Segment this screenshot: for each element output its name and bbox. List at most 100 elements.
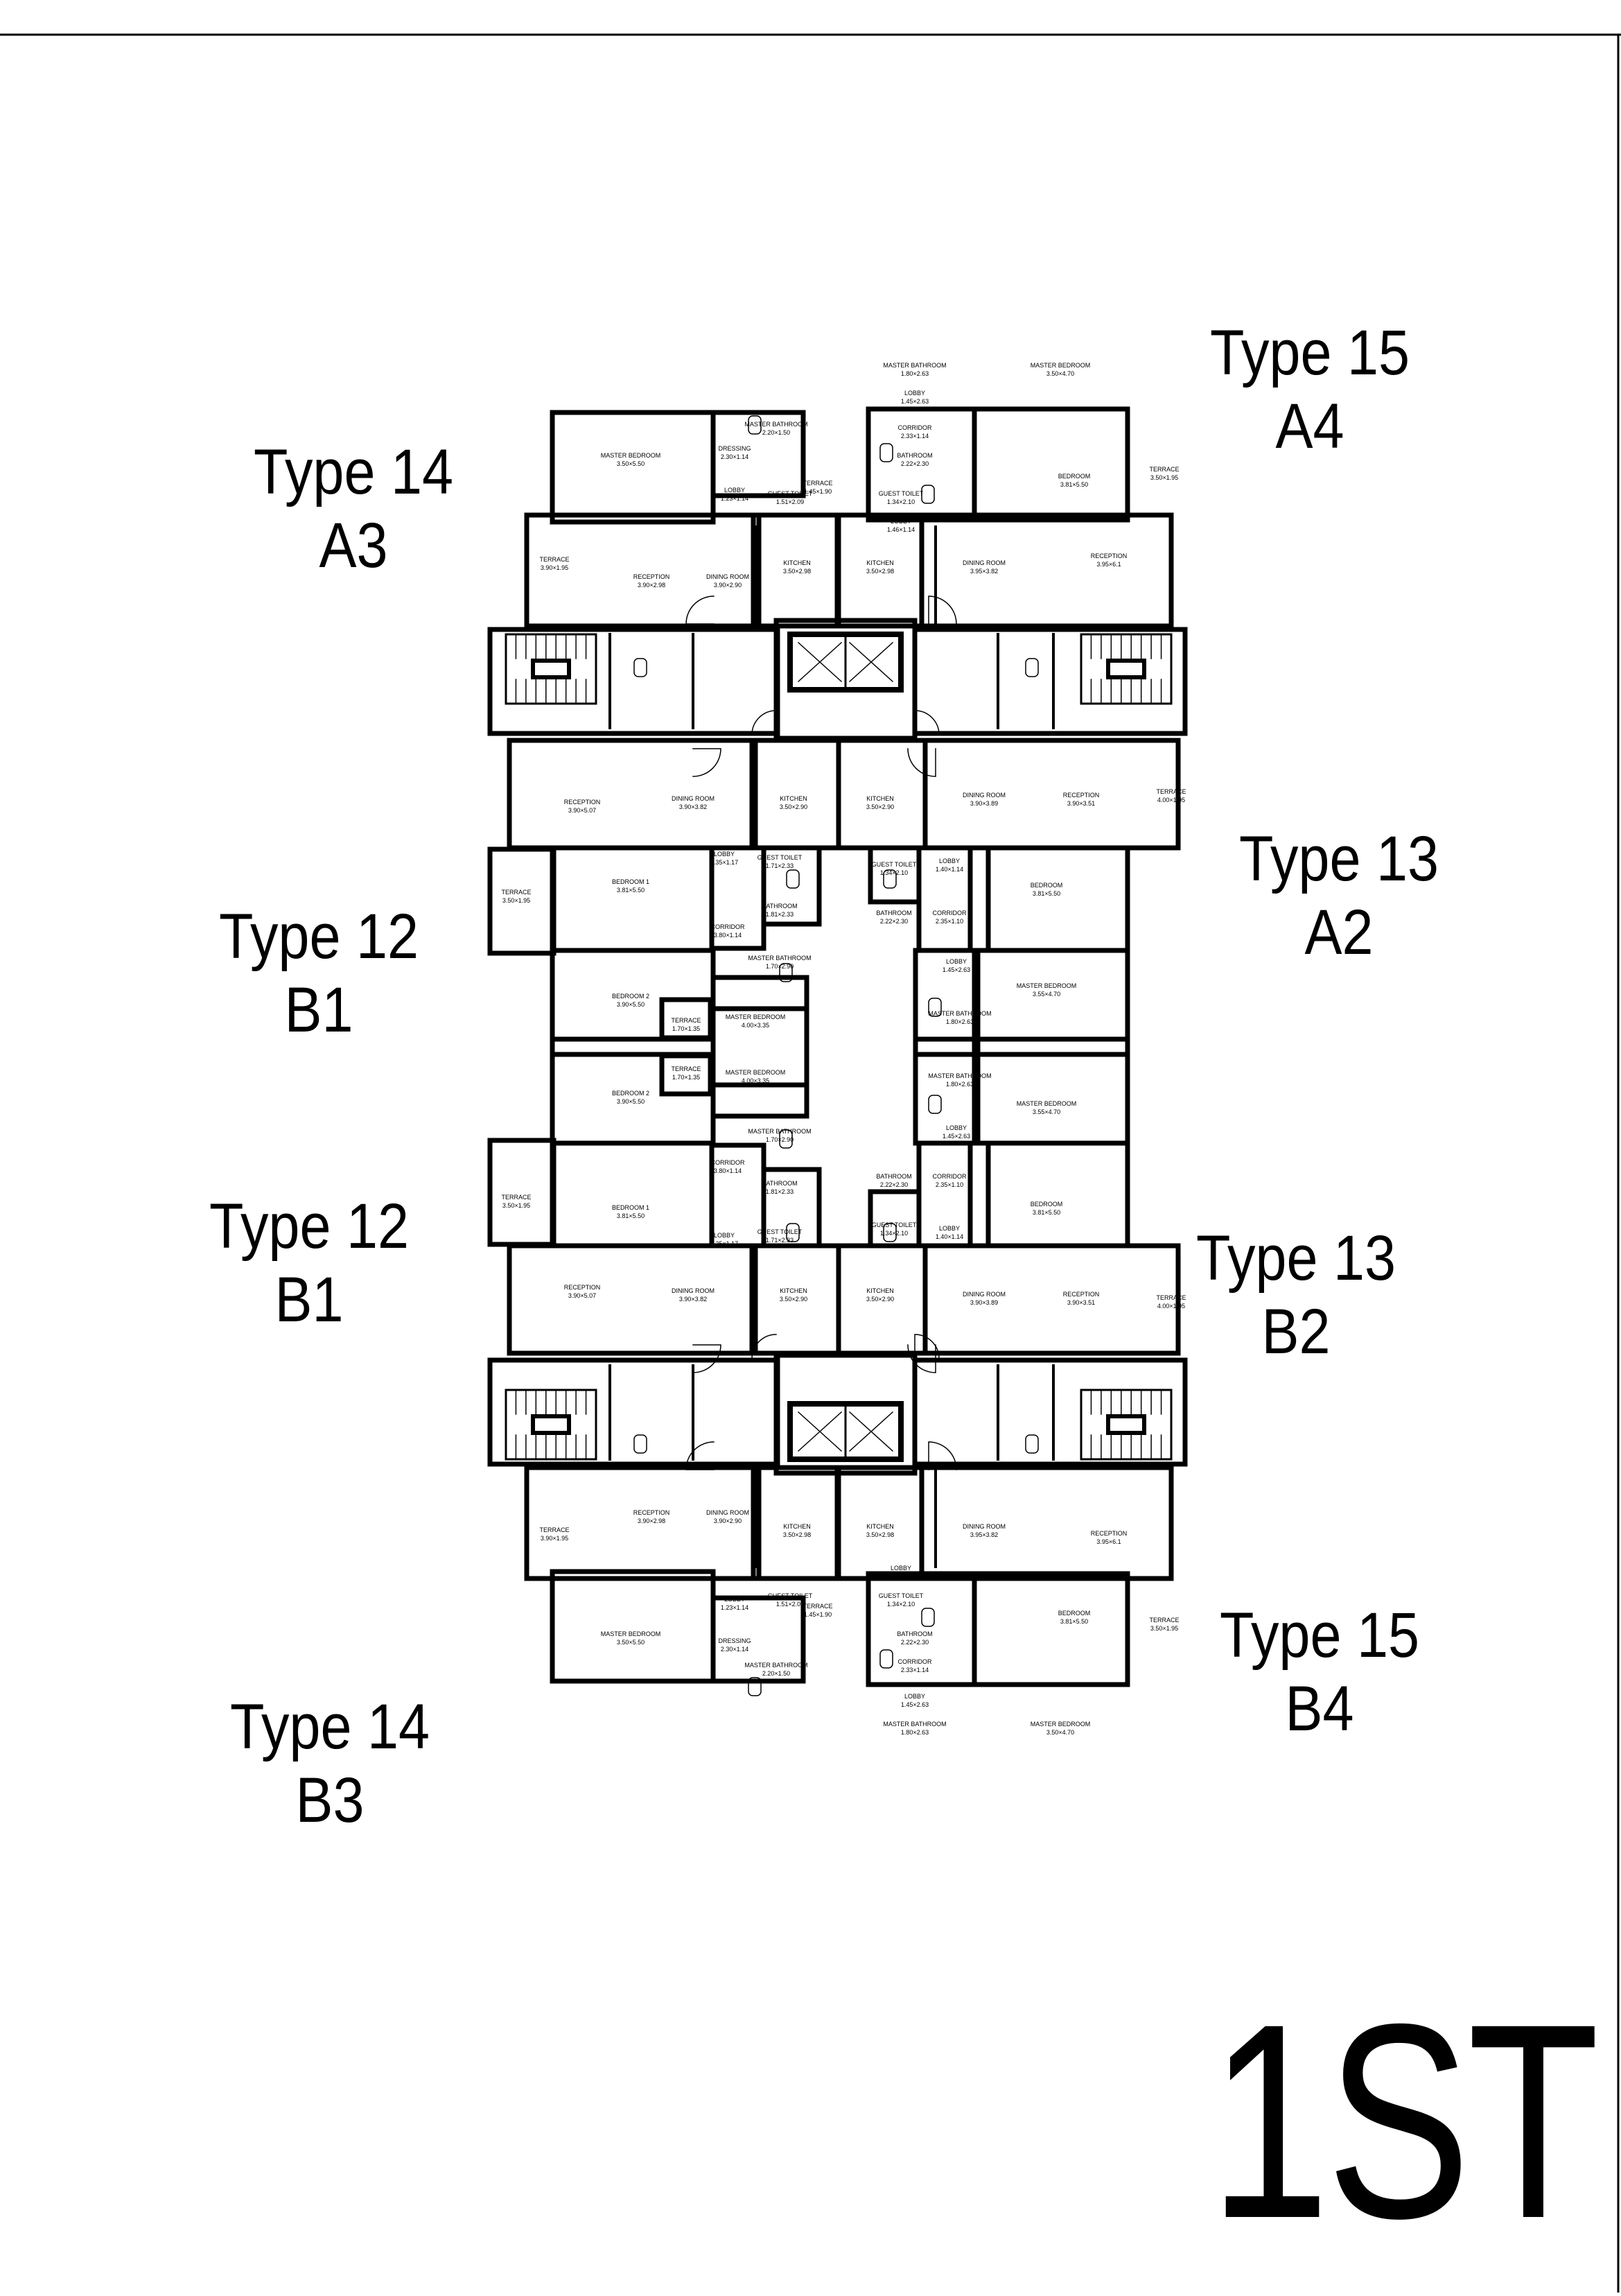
room-name-label: MASTER BEDROOM <box>1031 362 1091 369</box>
room-name-label: GUEST TOILET <box>879 1592 924 1599</box>
room-name-label: MASTER BEDROOM <box>601 452 661 459</box>
unit-code: A4 <box>1275 391 1344 462</box>
unit-code: B1 <box>274 1264 344 1335</box>
room-name-label: BEDROOM <box>1031 882 1063 889</box>
room-name-label: TERRACE <box>1156 1294 1186 1301</box>
room-size-label: 1.70×2.90 <box>766 963 794 970</box>
room-size-label: 3.90×3.51 <box>1067 1299 1095 1306</box>
room-name-label: KITCHEN <box>866 795 894 802</box>
unit-label-type13-a2: Type 13 A2 <box>1235 822 1442 969</box>
room-name-label: BATHROOM <box>876 1173 911 1180</box>
room-size-label: 1.45×2.63 <box>901 1701 929 1708</box>
unit-type: Type 15 <box>1209 318 1410 388</box>
wall-outline <box>972 406 1130 523</box>
wall-outline <box>487 627 780 736</box>
room-name-label: MASTER BEDROOM <box>726 1069 786 1076</box>
room-name-label: MASTER BATHROOM <box>744 1662 807 1669</box>
room-size-label: 3.90×3.82 <box>679 803 707 810</box>
unit-type: Type 15 <box>1219 1600 1420 1671</box>
wc-fixture <box>921 485 935 504</box>
room-name-label: MASTER BEDROOM <box>1017 982 1077 989</box>
wc-fixture <box>921 1608 935 1627</box>
room-size-label: 3.90×2.98 <box>638 1517 665 1524</box>
room-size-label: 1.70×1.35 <box>672 1074 700 1081</box>
unit-type: Type 14 <box>229 1691 430 1762</box>
room-name-label: BEDROOM 2 <box>612 993 649 1000</box>
room-size-label: 3.50×2.98 <box>866 568 894 575</box>
wall-outline <box>868 1189 922 1249</box>
room-name-label: DRESSING <box>718 445 751 452</box>
room-size-label: 1.51×2.09 <box>776 1601 804 1608</box>
wall-outline <box>550 845 715 953</box>
room-name-label: BATHROOM <box>897 1630 932 1637</box>
room-size-label: 1.40×1.14 <box>936 866 963 873</box>
room-name-label: LOBBY <box>891 518 911 525</box>
room-size-label: 1.71×2.33 <box>766 862 794 869</box>
room-name-label: KITCHEN <box>866 1523 894 1530</box>
wall-outline <box>507 1243 758 1356</box>
room-name-label: RECEPTION <box>564 799 601 806</box>
door-swing <box>928 595 957 625</box>
room-name-label: KITCHEN <box>783 1523 811 1530</box>
room-size-label: 3.95×6.1 <box>1096 561 1121 568</box>
room-size-label: 3.50×2.90 <box>866 1296 894 1303</box>
wall-outline <box>972 1571 1130 1687</box>
room-name-label: BATHROOM <box>762 903 797 910</box>
room-size-label: 3.81×5.50 <box>1060 1618 1088 1625</box>
room-size-label: 1.45×1.90 <box>804 488 832 495</box>
wall-outline <box>550 410 716 525</box>
unit-code: A2 <box>1304 897 1374 968</box>
wc-fixture <box>779 963 793 982</box>
room-name-label: BEDROOM 1 <box>612 878 649 885</box>
room-name-label: DINING ROOM <box>963 792 1006 799</box>
room-size-label: 1.35×1.17 <box>710 859 738 866</box>
room-name-label: TERRACE <box>803 480 832 487</box>
room-size-label: 3.81×5.50 <box>1060 481 1088 488</box>
room-size-label: 1.46×1.14 <box>887 1573 915 1580</box>
room-size-label: 4.00×1.95 <box>1157 1303 1185 1310</box>
room-size-label: 3.50×4.70 <box>1046 1729 1074 1736</box>
wall-outline <box>967 1140 1130 1249</box>
room-name-label: MASTER BEDROOM <box>1031 1721 1091 1728</box>
room-size-label: 1.51×2.09 <box>776 498 804 505</box>
door-swing <box>751 710 777 736</box>
wc-fixture <box>786 1223 800 1242</box>
room-name-label: MASTER BATHROOM <box>883 1721 946 1728</box>
room-name-label: GUEST TOILET <box>757 1228 803 1235</box>
room-name-label: BEDROOM <box>1058 473 1091 480</box>
unit-label-type15-a4: Type 15 A4 <box>1206 316 1413 463</box>
wc-fixture <box>928 1095 942 1114</box>
wall-outline <box>749 738 841 851</box>
room-size-label: 1.34×2.10 <box>887 498 915 505</box>
unit-type: Type 13 <box>1195 1223 1396 1294</box>
room-size-label: 3.81×5.50 <box>617 1212 645 1219</box>
unit-code: B3 <box>295 1765 365 1836</box>
room-size-label: 1.34×2.10 <box>880 1230 908 1237</box>
partition-wall <box>797 1411 843 1452</box>
room-size-label: 3.95×3.82 <box>970 1531 998 1538</box>
room-name-label: BEDROOM <box>1058 1610 1091 1617</box>
wc-fixture <box>879 443 893 462</box>
room-name-label: CORRIDOR <box>711 1159 745 1166</box>
room-size-label: 3.95×6.1 <box>1096 1538 1121 1545</box>
wc-fixture <box>633 1434 647 1454</box>
room-name-label: DINING ROOM <box>706 1509 749 1516</box>
room-size-label: 1.80×2.63 <box>946 1018 974 1025</box>
wall-outline <box>912 1357 1188 1467</box>
wall-outline <box>761 1167 822 1249</box>
room-size-label: 4.00×3.35 <box>742 1077 769 1084</box>
room-size-label: 3.55×4.70 <box>1033 991 1060 998</box>
room-size-label: 1.46×1.14 <box>887 526 915 533</box>
room-size-label: 3.90×3.89 <box>970 800 998 807</box>
unit-code: A3 <box>319 510 388 581</box>
stair-core <box>531 659 571 679</box>
room-name-label: GUEST TOILET <box>768 490 813 497</box>
room-size-label: 3.81×5.50 <box>1033 890 1060 897</box>
room-size-label: 1.45×2.63 <box>943 1133 970 1140</box>
room-name-label: TERRACE <box>1156 788 1186 795</box>
room-name-label: RECEPTION <box>1063 1291 1100 1298</box>
room-name-label: DRESSING <box>718 1637 751 1644</box>
room-size-label: 4.00×1.95 <box>1157 797 1185 803</box>
